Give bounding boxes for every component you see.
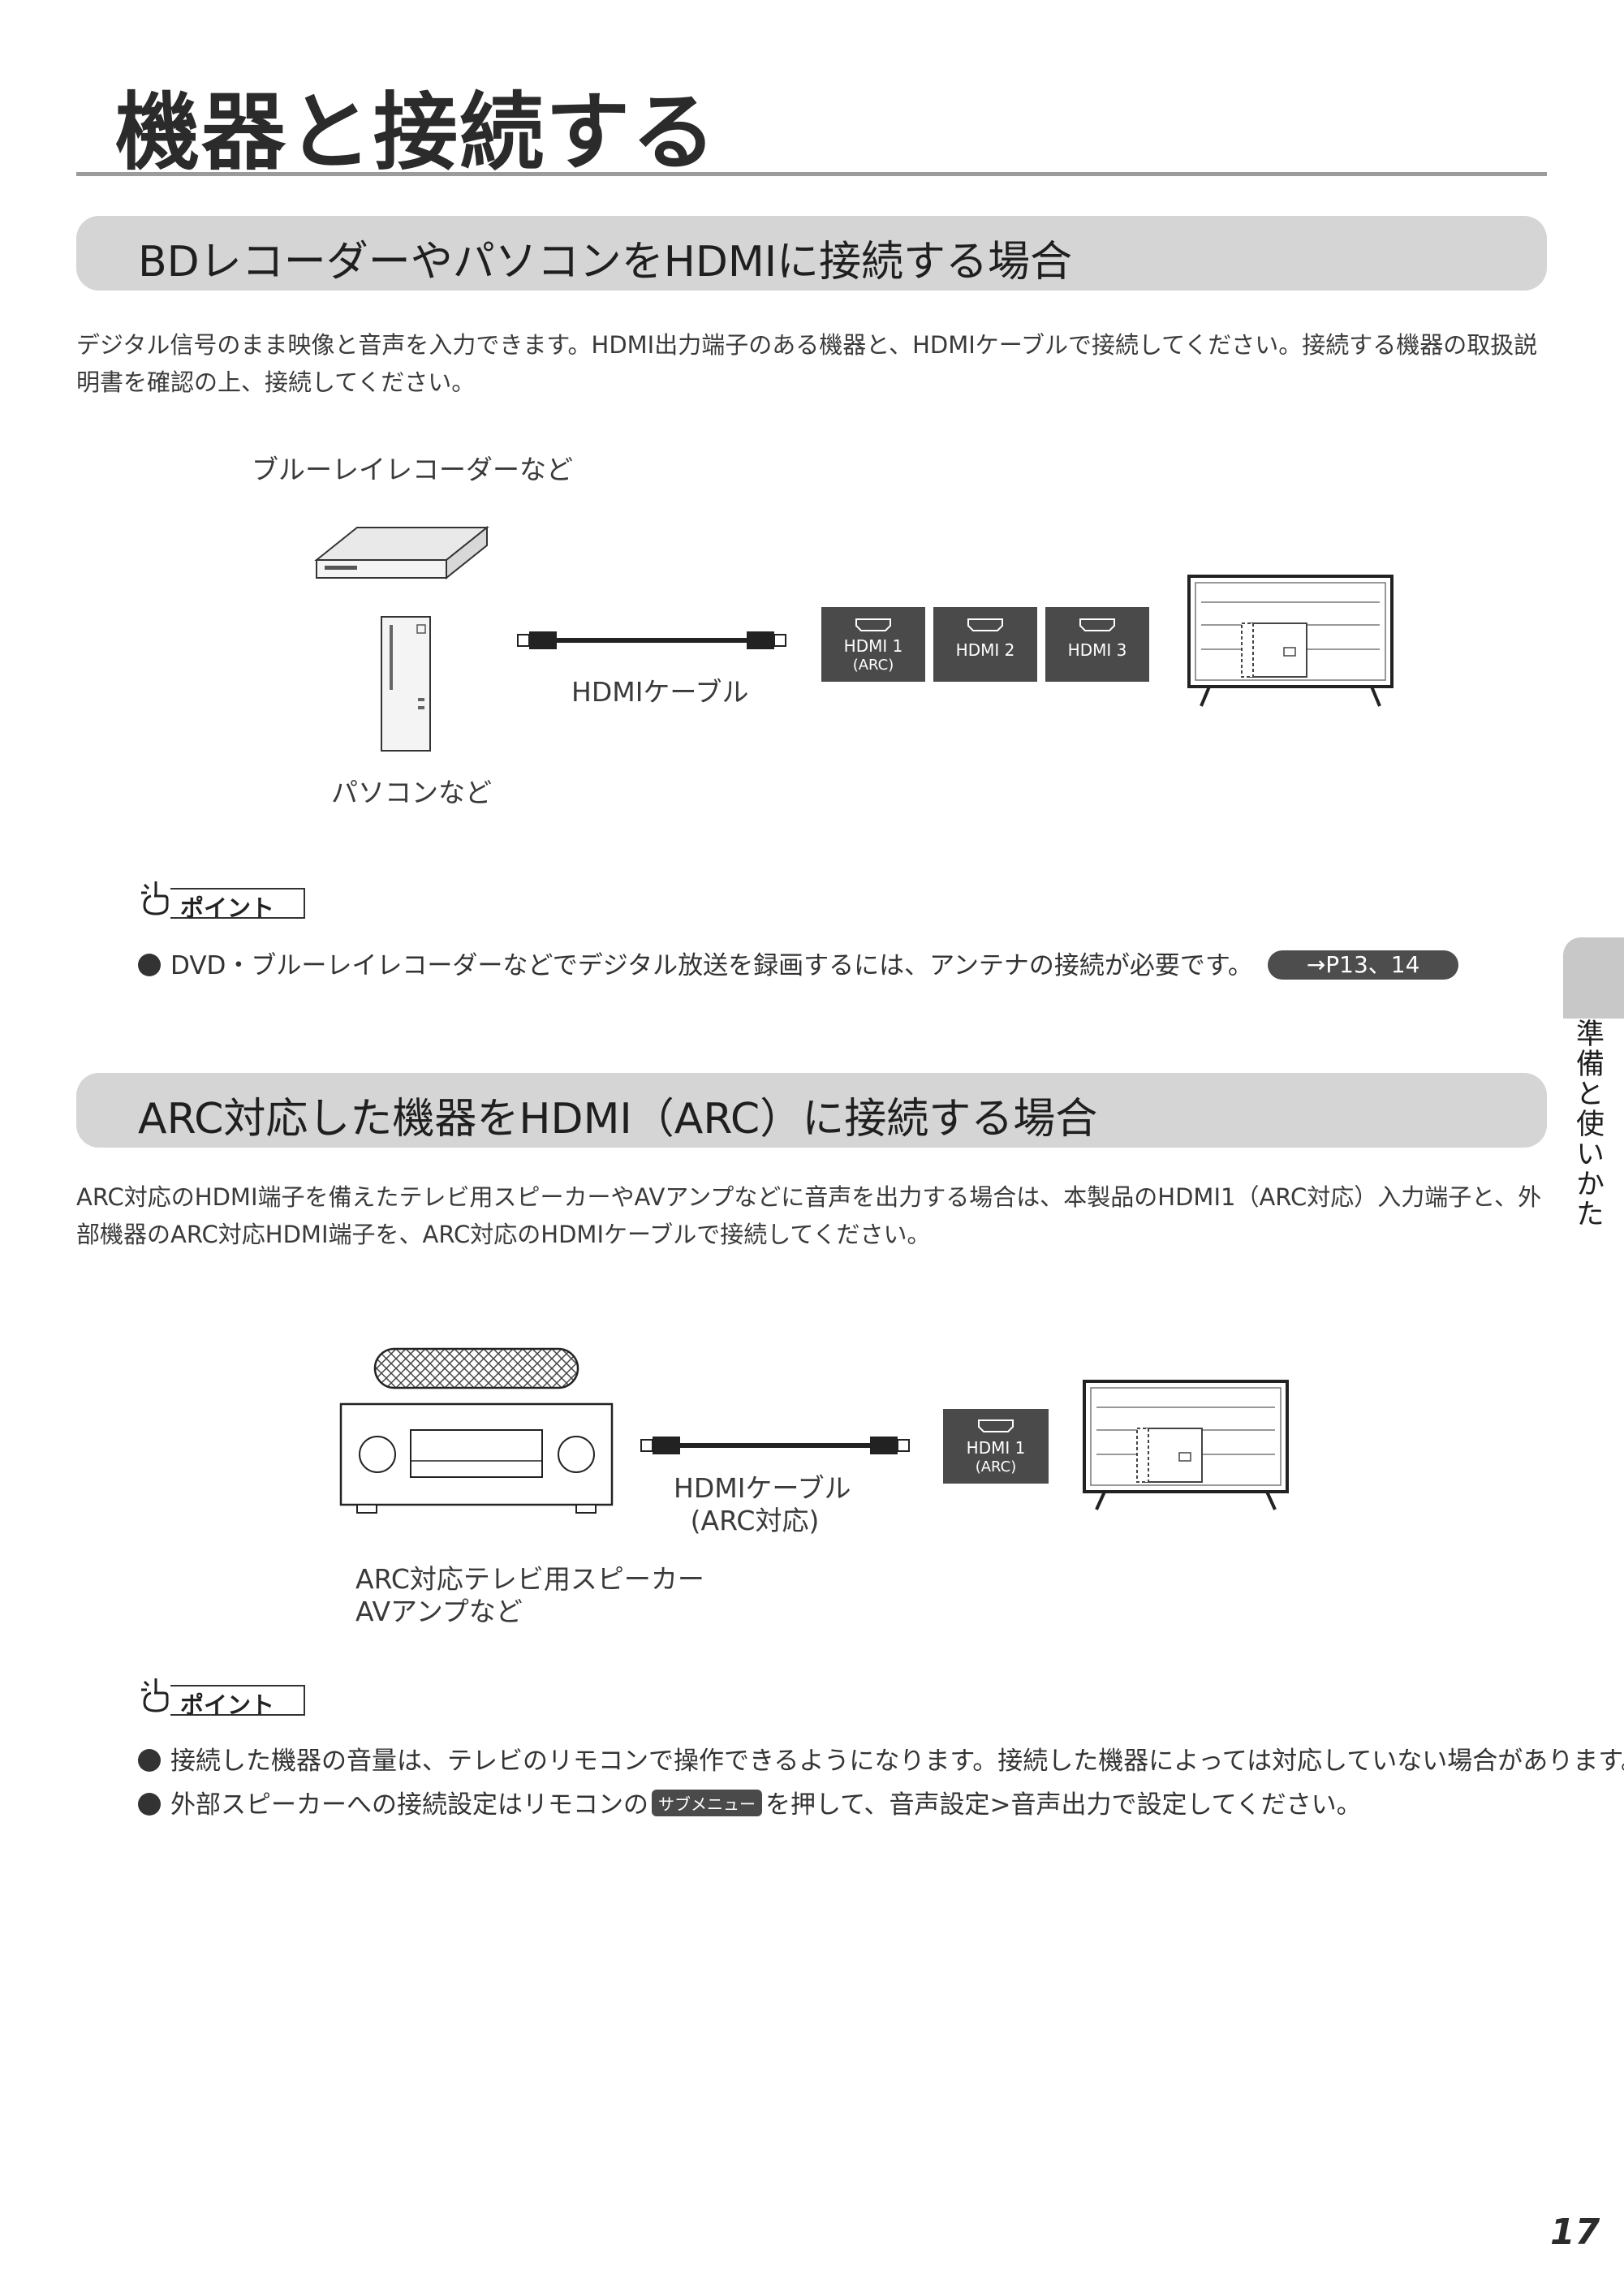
hdmi-port-1: HDMI 1 (ARC) (821, 607, 925, 682)
bullet-text-before: 外部スピーカーへの接続設定はリモコンの (170, 1790, 648, 1820)
pc-tower-icon (381, 616, 431, 752)
hdmi-cable-label: HDMIケーブル (571, 676, 749, 708)
arc-device-label-line2: AVアンプなど (355, 1596, 523, 1627)
svg-text:HDMI 2: HDMI 2 (956, 640, 1015, 660)
chapter-tab (1563, 937, 1624, 1019)
pointing-hand-icon (141, 881, 169, 915)
point-label: ポイント (180, 1691, 275, 1719)
point-label-box: ポイント (170, 1685, 305, 1719)
bullet-dot (138, 1793, 161, 1816)
bd-recorder-label: ブルーレイレコーダーなど (252, 454, 573, 485)
arc-device-label: ARC対応テレビ用スピーカー AVアンプなど (355, 1563, 704, 1628)
point-header-2: ポイント (138, 1675, 305, 1719)
title-divider (76, 172, 1547, 176)
arc-cable-label-line1: HDMIケーブル (674, 1472, 851, 1504)
svg-text:(ARC): (ARC) (853, 657, 894, 674)
point-header-1: ポイント (138, 878, 305, 922)
page-title: 機器と接続する (115, 83, 718, 182)
arc-cable-label-line2: (ARC対応) (690, 1505, 820, 1536)
bullet-dot (138, 954, 161, 976)
point-label-box: ポイント (170, 888, 305, 922)
svg-text:HDMI 1: HDMI 1 (844, 636, 903, 656)
svg-text:HDMI 3: HDMI 3 (1068, 640, 1127, 660)
hdmi-port-2: HDMI 2 (933, 607, 1037, 682)
section-heading-text: ARC対応した機器をHDMI（ARC）に接続する場合 (138, 1095, 1098, 1144)
tv-rear-icon (1083, 1380, 1289, 1510)
section-heading-arc: ARC対応した機器をHDMI（ARC）に接続する場合 (76, 1073, 1547, 1148)
point-bullet-3: 外部スピーカーへの接続設定はリモコンのサブメニューを押して、音声設定>音声出力で… (138, 1784, 1362, 1820)
point-bullet-2: 接続した機器の音量は、テレビのリモコンで操作できるようになります。接続した機器に… (138, 1740, 1624, 1777)
sound-bar-icon (373, 1347, 579, 1389)
point-label: ポイント (180, 894, 275, 922)
connection-diagram-2: HDMI 1 (ARC) (339, 1347, 1289, 1514)
section2-description: ARC対応のHDMI端子を備えたテレビ用スピーカーやAVアンプなどに音声を出力す… (76, 1183, 1542, 1248)
bullet-text: 接続した機器の音量は、テレビのリモコンで操作できるようになります。接続した機器に… (170, 1747, 1624, 1776)
arc-device-label-line1: ARC対応テレビ用スピーカー (355, 1563, 704, 1595)
bullet-dot (138, 1749, 161, 1772)
pointing-hand-icon (141, 1678, 169, 1712)
tv-rear-icon (1187, 575, 1394, 707)
arc-cable-label: HDMIケーブル (ARC対応) (674, 1472, 851, 1537)
connection-diagram-1: HDMI 1 (ARC) HDMI 2 HDMI 3 (314, 525, 1394, 752)
svg-text:HDMI 1: HDMI 1 (967, 1438, 1026, 1458)
hdmi-cable-icon (517, 631, 786, 649)
page-reference-badge: →P13、14 (1267, 950, 1459, 980)
hdmi-port-1-arc: HDMI 1 (ARC) (943, 1409, 1049, 1484)
av-amplifier-icon (339, 1402, 614, 1514)
chapter-tab-label: 準備と使いかた (1571, 1019, 1604, 1229)
hdmi-port-3: HDMI 3 (1045, 607, 1149, 682)
submenu-key-icon: サブメニュー (652, 1790, 762, 1816)
section1-description: デジタル信号のまま映像と音声を入力できます。HDMI出力端子のある機器と、HDM… (76, 331, 1538, 396)
bd-recorder-icon (314, 525, 489, 580)
page-number: 17 (1550, 2212, 1600, 2253)
section-heading-text: BDレコーダーやパソコンをHDMIに接続する場合 (138, 238, 1073, 286)
bullet-text-after: を押して、音声設定>音声出力で設定してください。 (765, 1790, 1362, 1820)
section-heading-bd-pc: BDレコーダーやパソコンをHDMIに接続する場合 (76, 216, 1547, 291)
svg-text:(ARC): (ARC) (976, 1458, 1017, 1475)
bullet-text: DVD・ブルーレイレコーダーなどでデジタル放送を録画するには、アンテナの接続が必… (170, 951, 1253, 980)
pc-label: パソコンなど (331, 777, 492, 808)
point-bullet-1: DVD・ブルーレイレコーダーなどでデジタル放送を録画するには、アンテナの接続が必… (138, 945, 1459, 981)
arc-hdmi-cable-icon (640, 1437, 910, 1454)
